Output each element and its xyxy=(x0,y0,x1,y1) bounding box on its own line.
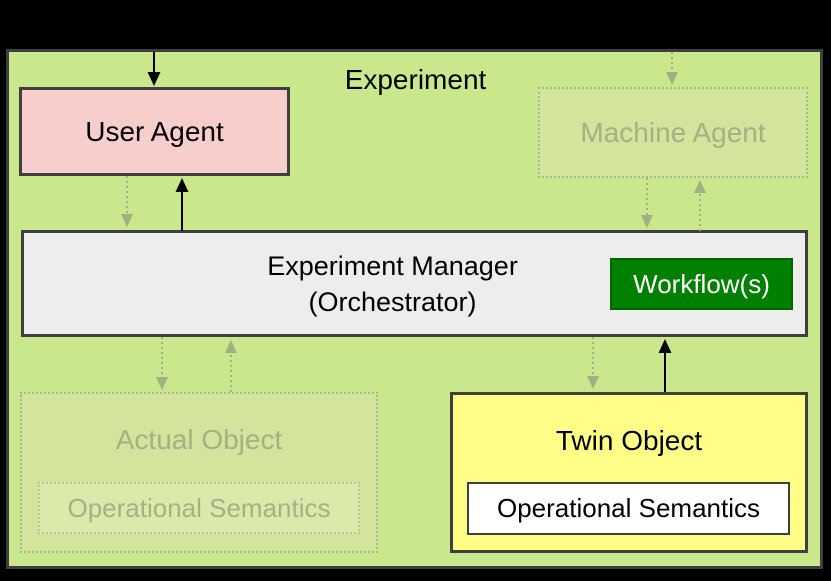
node-workflow: Workflow(s) xyxy=(610,258,793,310)
actual-object-label: Actual Object xyxy=(115,424,283,455)
experiment-title: Experiment xyxy=(344,64,487,95)
twin-object-label: Twin Object xyxy=(555,425,703,456)
machine-agent-label: Machine Agent xyxy=(580,116,766,148)
actual-operational-semantics-label: Operational Semantics xyxy=(67,492,331,523)
twin-operational-semantics-label: Operational Semantics xyxy=(496,493,761,523)
experiment-manager-label-line1: Experiment Manager xyxy=(267,250,518,281)
node-experiment-manager: Experiment Manager (Orchestrator) xyxy=(21,230,808,337)
user-agent-label: User Agent xyxy=(85,115,224,147)
node-user-agent: User Agent xyxy=(19,87,290,176)
node-actual-operational-semantics: Operational Semantics xyxy=(38,482,360,534)
workflow-label: Workflow(s) xyxy=(633,268,770,299)
experiment-manager-label-line2: (Orchestrator) xyxy=(308,286,477,317)
node-twin-operational-semantics: Operational Semantics xyxy=(467,482,790,535)
node-machine-agent: Machine Agent xyxy=(538,87,808,178)
